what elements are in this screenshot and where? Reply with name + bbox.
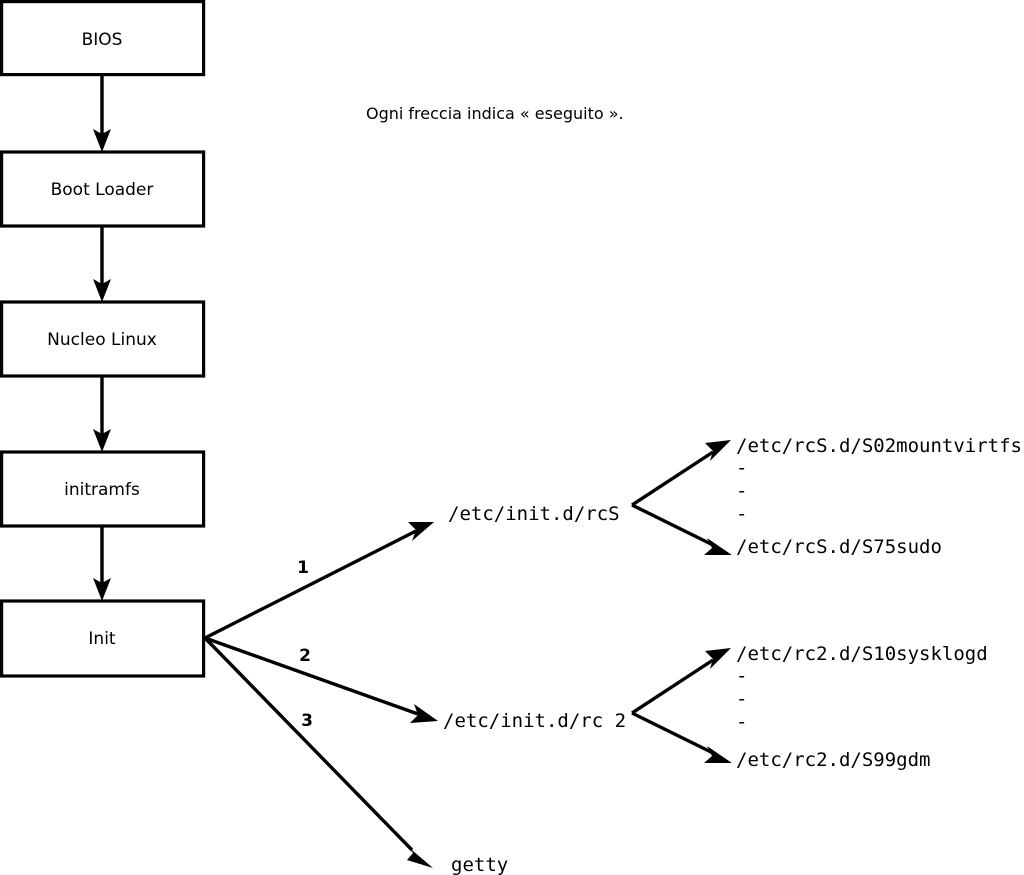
node-init[interactable]: Init — [0, 599, 206, 678]
rcs-ellipsis-dash-2: - — [736, 480, 747, 502]
diagram-caption: Ogni freccia indica « eseguito ». — [366, 104, 624, 123]
arrow-rc2-to-first-script — [631, 648, 731, 715]
rcs-ellipsis-dash-3: - — [736, 503, 747, 525]
label-rcs-first-script[interactable]: /etc/rcS.d/S02mountvirtfs — [736, 435, 1022, 457]
label-getty[interactable]: getty — [451, 854, 508, 875]
branch-number-3: 3 — [301, 711, 313, 731]
node-initramfs[interactable]: initramfs — [0, 450, 206, 528]
label-rc2-first-script[interactable]: /etc/rc2.d/S10sysklogd — [736, 643, 988, 665]
node-boot-loader[interactable]: Boot Loader — [0, 150, 206, 228]
node-bios-label: BIOS — [82, 30, 123, 50]
branch-number-2: 2 — [299, 646, 311, 666]
rc2-ellipsis-dash-3: - — [736, 711, 747, 733]
node-bios[interactable]: BIOS — [0, 0, 206, 77]
arrow-initramfs-to-init — [93, 526, 111, 601]
arrow-rcs-to-last-script — [631, 503, 732, 555]
rc2-ellipsis-dash-2: - — [736, 688, 747, 710]
node-boot-loader-label: Boot Loader — [51, 180, 154, 200]
arrow-init-branch-1 — [204, 522, 434, 640]
label-rc2-last-script[interactable]: /etc/rc2.d/S99gdm — [736, 749, 930, 771]
arrow-init-branch-3 — [203, 636, 433, 868]
arrow-bios-to-boot-loader — [93, 75, 111, 152]
node-init-label: Init — [88, 629, 116, 649]
arrow-boot-loader-to-kernel — [93, 226, 111, 302]
label-init-d-rc2[interactable]: /etc/init.d/rc 2 — [443, 710, 626, 732]
node-kernel-label: Nucleo Linux — [47, 330, 157, 350]
rcs-ellipsis-dash-1: - — [736, 457, 747, 479]
arrow-rc2-to-last-script — [631, 711, 732, 763]
node-kernel[interactable]: Nucleo Linux — [0, 300, 206, 378]
label-init-d-rcs[interactable]: /etc/init.d/rcS — [448, 503, 620, 525]
node-initramfs-label: initramfs — [64, 480, 140, 500]
arrow-kernel-to-initramfs — [93, 376, 111, 452]
branch-number-1: 1 — [297, 558, 309, 578]
arrow-rcs-to-first-script — [631, 440, 731, 507]
rc2-ellipsis-dash-1: - — [736, 665, 747, 687]
label-rcs-last-script[interactable]: /etc/rcS.d/S75sudo — [736, 536, 942, 558]
arrow-init-branch-2 — [204, 636, 438, 723]
